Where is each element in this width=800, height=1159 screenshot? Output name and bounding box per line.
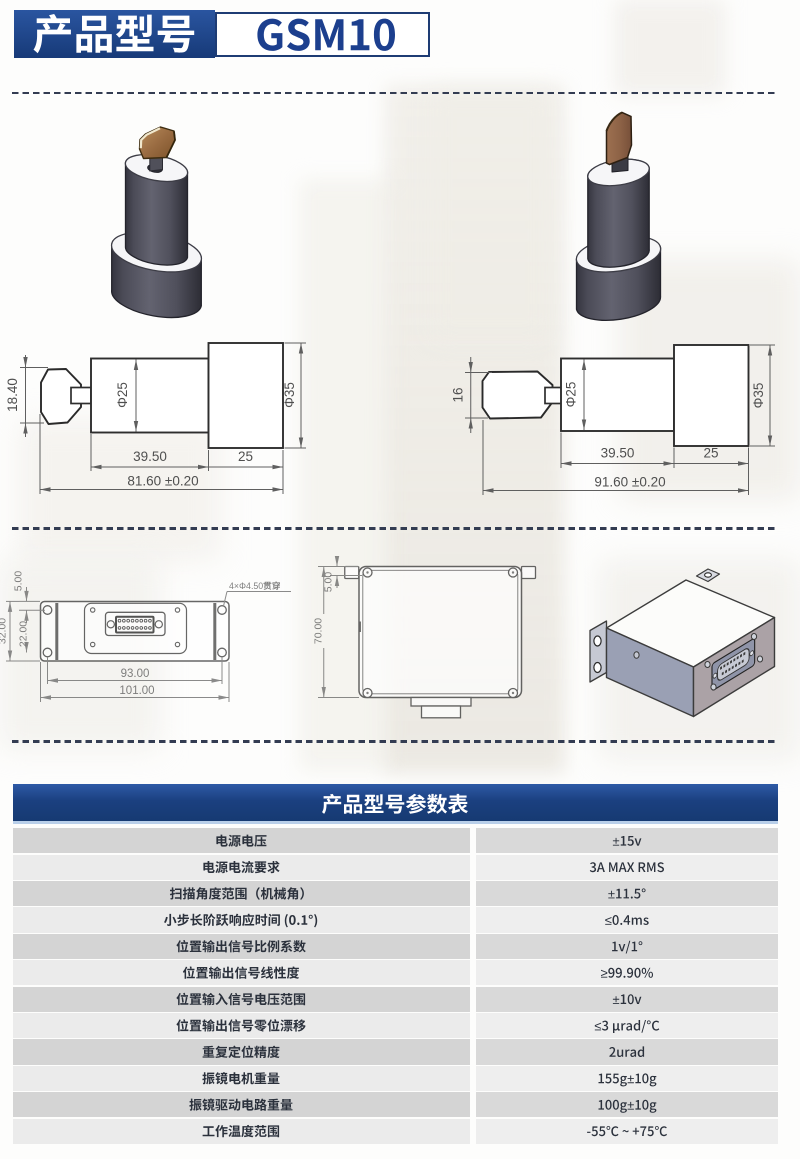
svg-text:Φ35: Φ35 (282, 382, 297, 408)
svg-text:91.60 ±0.20: 91.60 ±0.20 (594, 475, 665, 490)
svg-text:25: 25 (703, 446, 718, 461)
svg-text:22.00: 22.00 (18, 621, 30, 647)
svg-text:101.00: 101.00 (119, 685, 154, 697)
svg-text:Φ25: Φ25 (564, 382, 579, 408)
svg-text:16: 16 (451, 387, 466, 402)
svg-text:93.00: 93.00 (121, 668, 150, 680)
svg-text:18.40: 18.40 (5, 378, 20, 412)
svg-text:5.00: 5.00 (13, 571, 25, 592)
svg-text:39.50: 39.50 (601, 446, 635, 461)
svg-text:4×Φ4.50: 4×Φ4.50 (229, 581, 263, 591)
svg-text:Φ35: Φ35 (751, 383, 766, 409)
svg-text:25: 25 (238, 449, 253, 464)
svg-text:81.60 ±0.20: 81.60 ±0.20 (127, 474, 198, 489)
svg-text:32.00: 32.00 (0, 618, 9, 644)
svg-text:39.50: 39.50 (133, 449, 167, 464)
svg-text:70.00: 70.00 (313, 618, 325, 644)
svg-text:Φ25: Φ25 (115, 382, 130, 408)
